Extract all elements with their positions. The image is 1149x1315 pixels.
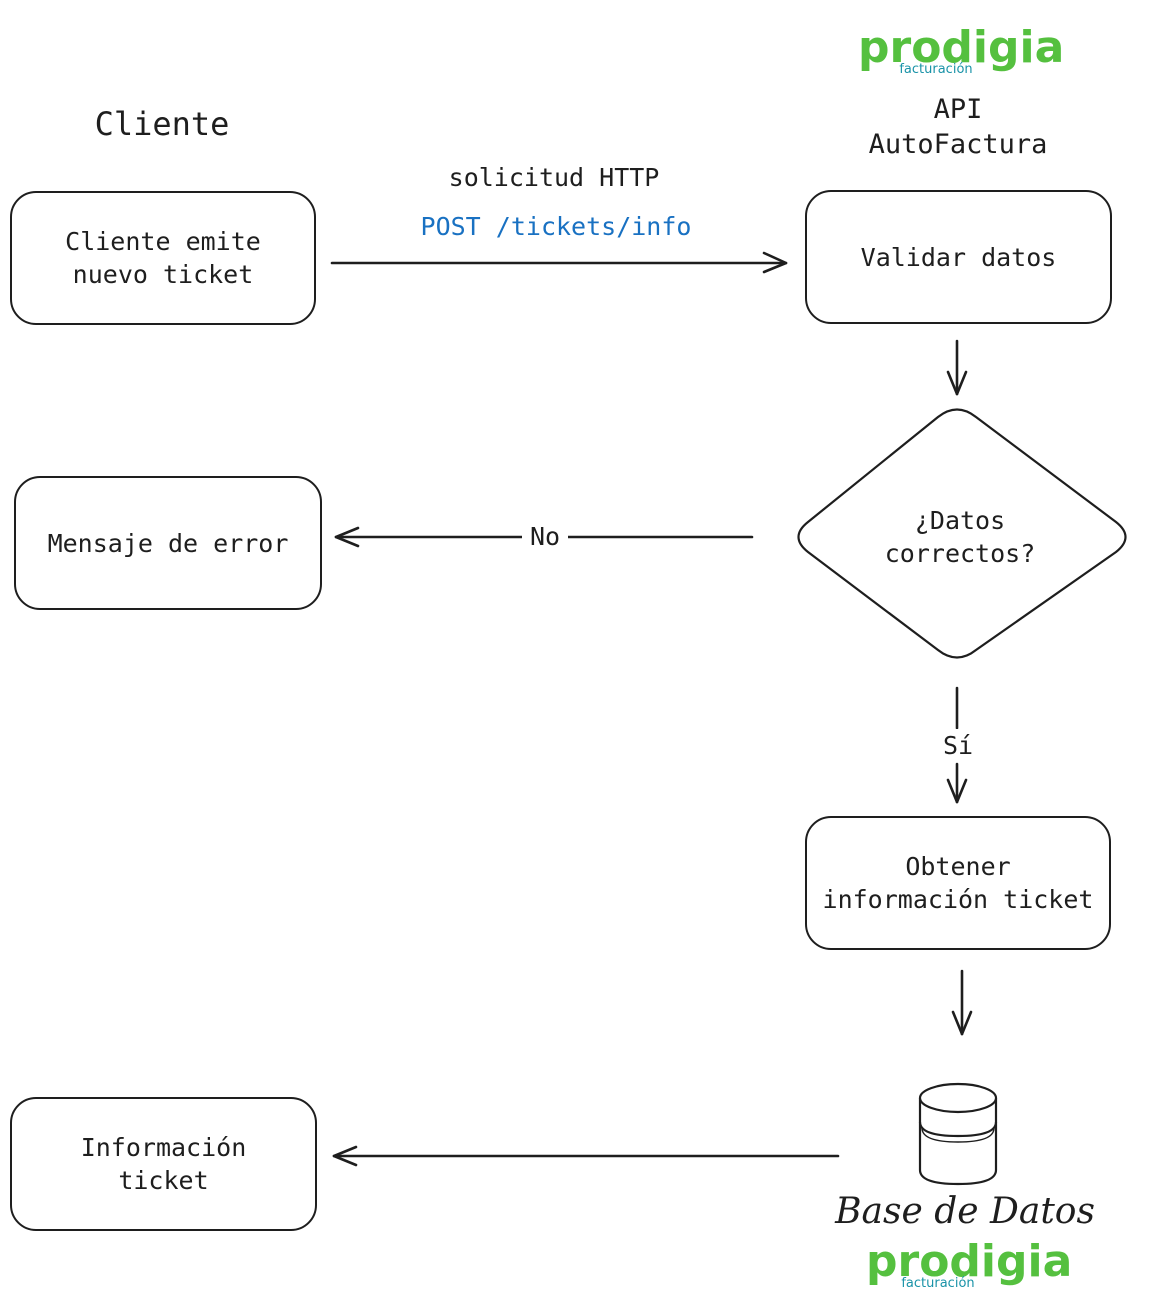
prodigia-logo-tagline: facturación (899, 62, 973, 77)
database-cylinder-icon (918, 1082, 998, 1186)
prodigia-logo-tagline: facturación (901, 1276, 975, 1291)
prodigia-logo-bottom: prodigia facturación (866, 1236, 1073, 1306)
prodigia-logo-top: prodigia facturación (858, 22, 1065, 92)
prodigia-logo-word: prodigia (858, 22, 1065, 73)
request-endpoint-label: POST /tickets/info (420, 212, 692, 241)
arrow-client-to-validate (330, 251, 788, 274)
request-method-label: solicitud HTTP (448, 163, 660, 192)
arrow-database-to-result (332, 1145, 840, 1167)
arrow-fetch-to-database (951, 969, 973, 1036)
node-error: Mensaje de error (14, 476, 322, 610)
api-column-title: API AutoFactura (868, 94, 1048, 160)
edge-label-no: No (522, 520, 568, 553)
arrow-decision-to-fetch (946, 686, 968, 804)
node-result: Información ticket (10, 1097, 317, 1231)
node-fetch: Obtener información ticket (805, 816, 1111, 950)
node-decision-label: ¿Datos correctos? (884, 506, 1036, 568)
database-label: Base de Datos (835, 1191, 1095, 1232)
node-validate: Validar datos (805, 190, 1112, 324)
decision-diamond (797, 408, 1127, 659)
prodigia-logo-word: prodigia (866, 1236, 1073, 1287)
client-column-title: Cliente (94, 105, 230, 143)
arrow-validate-to-decision (946, 339, 968, 396)
edge-label-yes: Sí (934, 729, 982, 762)
node-client-ticket: Cliente emite nuevo ticket (10, 191, 316, 325)
